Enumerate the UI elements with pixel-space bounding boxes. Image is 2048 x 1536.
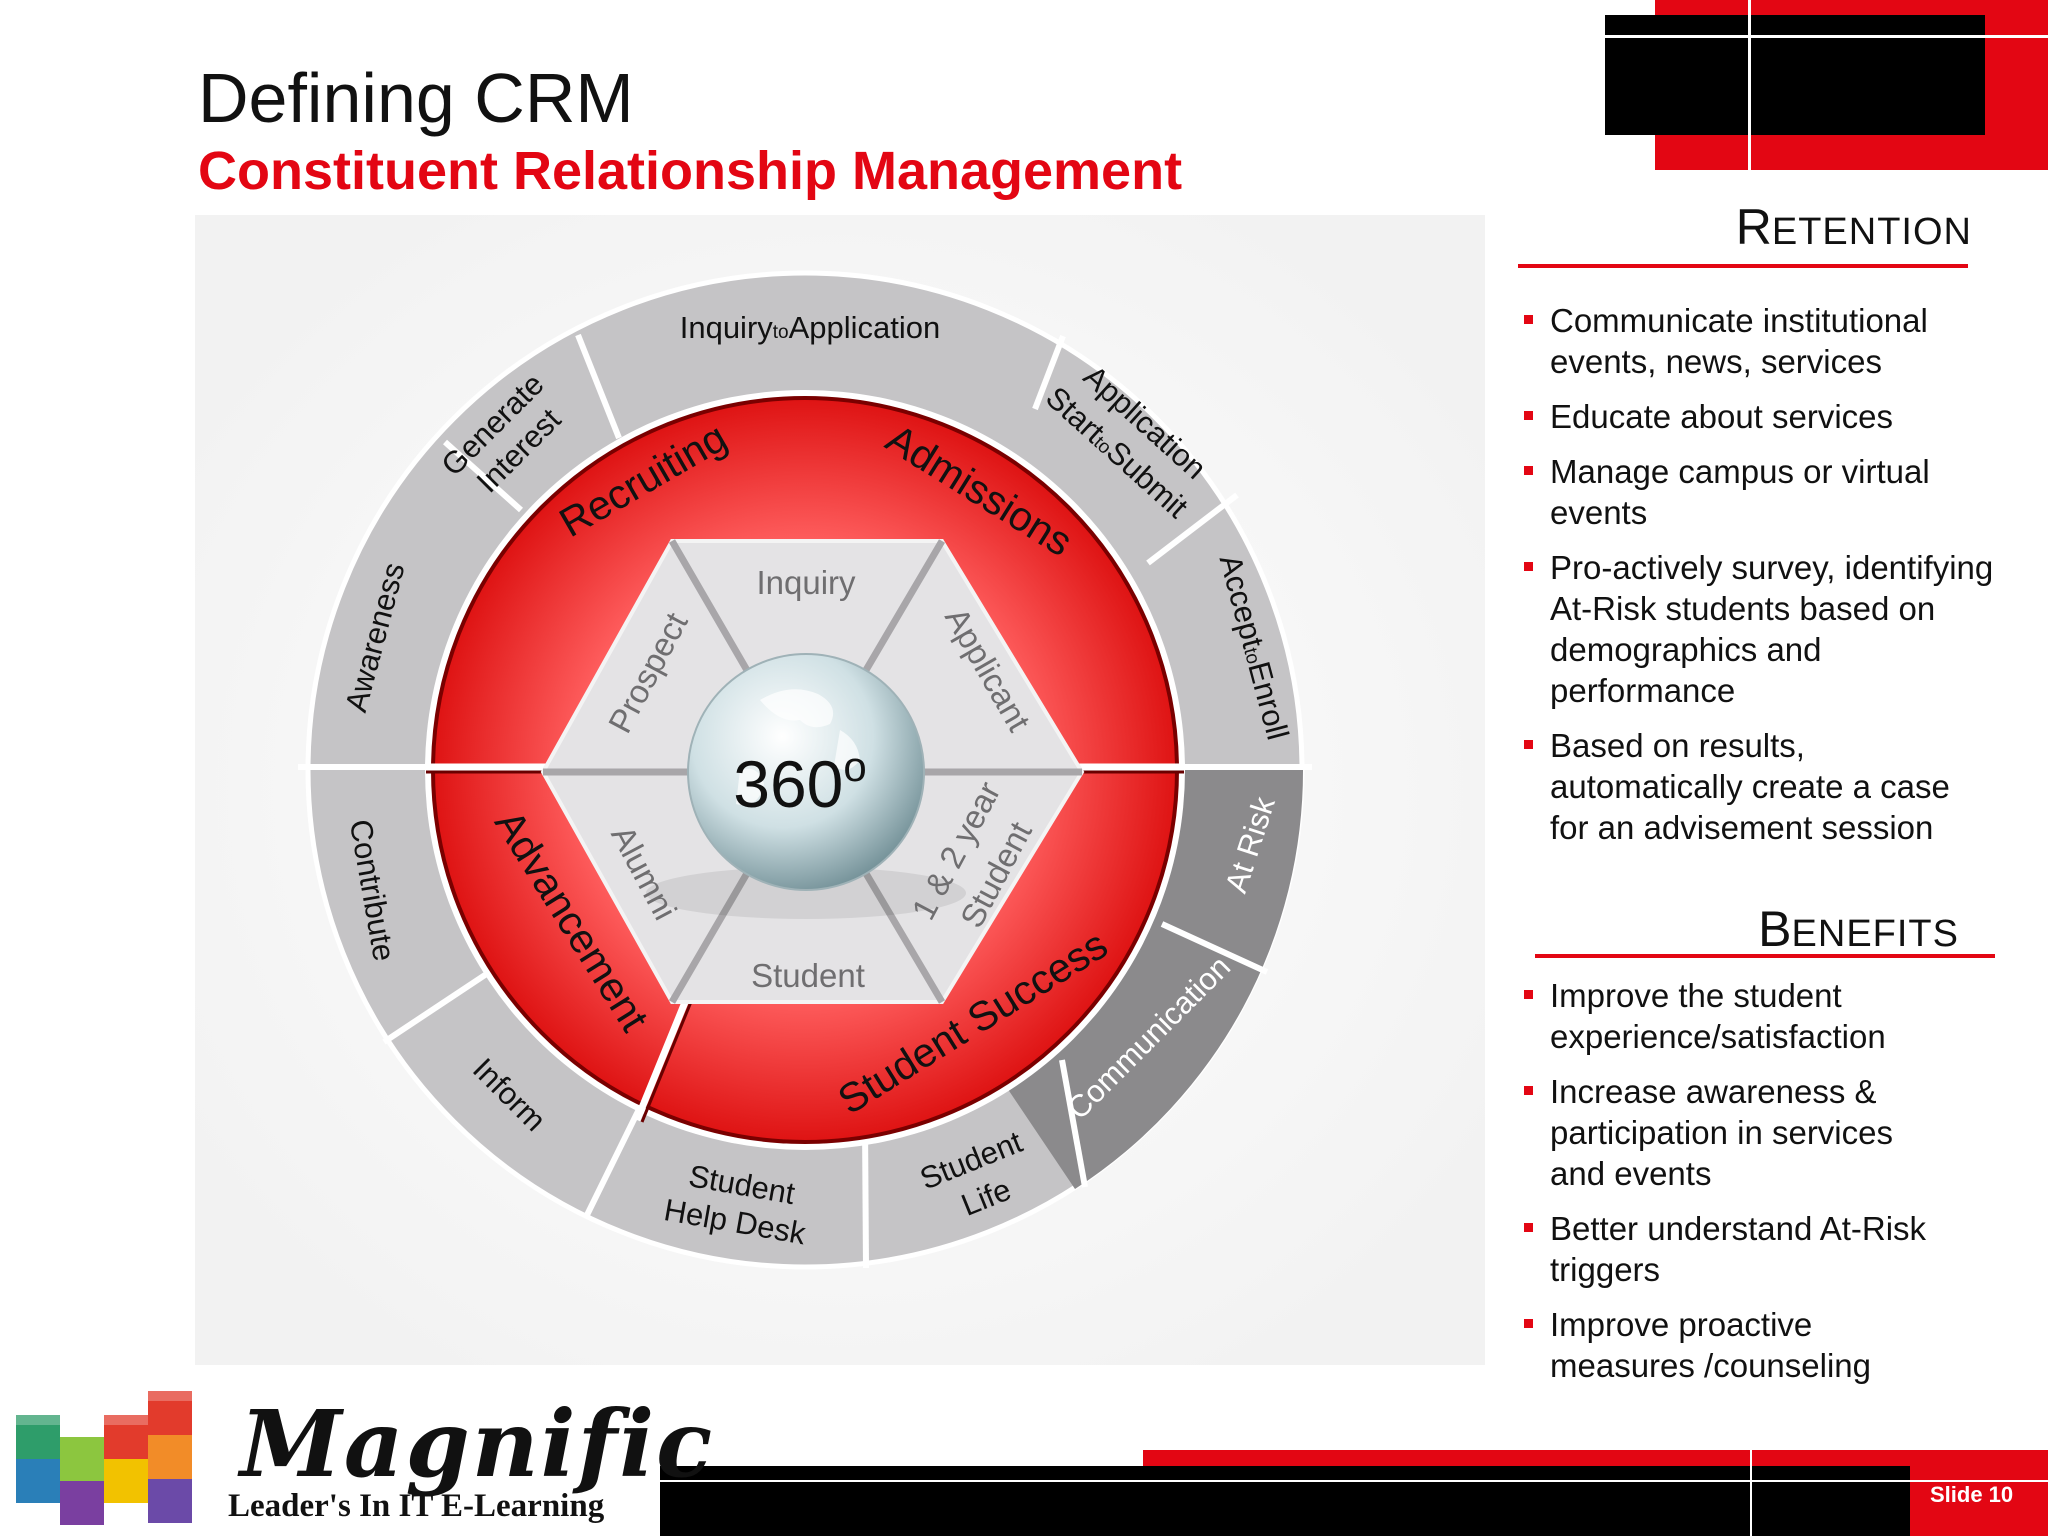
retention-underline [1518, 264, 1968, 268]
center-label: 360o [733, 743, 866, 821]
retention-bullet: Educate about services [1520, 396, 2040, 437]
magnific-logo-icon [16, 1391, 192, 1525]
globe-icon [687, 653, 925, 891]
page-subtitle: Constituent Relationship Management [198, 141, 1183, 201]
corner-decoration-top [1590, 0, 2048, 175]
footer-bar [660, 1440, 2048, 1536]
benefits-heading: BENEFITS [1758, 901, 1959, 957]
benefits-bullet: Increase awareness &participation in ser… [1520, 1071, 2040, 1194]
slide-number: Slide 10 [1930, 1482, 2014, 1507]
retention-heading: RETENTION [1735, 199, 1972, 255]
crm-wheel-diagram: 360o Inquiry Applicant 1 & 2 year Studen… [195, 215, 1485, 1365]
benefits-underline [1535, 954, 1995, 958]
logo-name: Magnific [240, 1390, 715, 1498]
page-title: Defining CRM [198, 59, 634, 137]
hex-label-student: Student [751, 957, 865, 994]
outer-label-inquiry-to-application: InquirytoApplication [680, 310, 941, 345]
outer-ring-dividers [298, 333, 1312, 1269]
logo-tagline: Leader's In IT E-Learning [228, 1488, 605, 1524]
hex-label-inquiry: Inquiry [756, 564, 856, 601]
outer-ring-dark-segment [995, 767, 1304, 1189]
retention-bullet: Based on results,automatically create a … [1520, 725, 2040, 848]
